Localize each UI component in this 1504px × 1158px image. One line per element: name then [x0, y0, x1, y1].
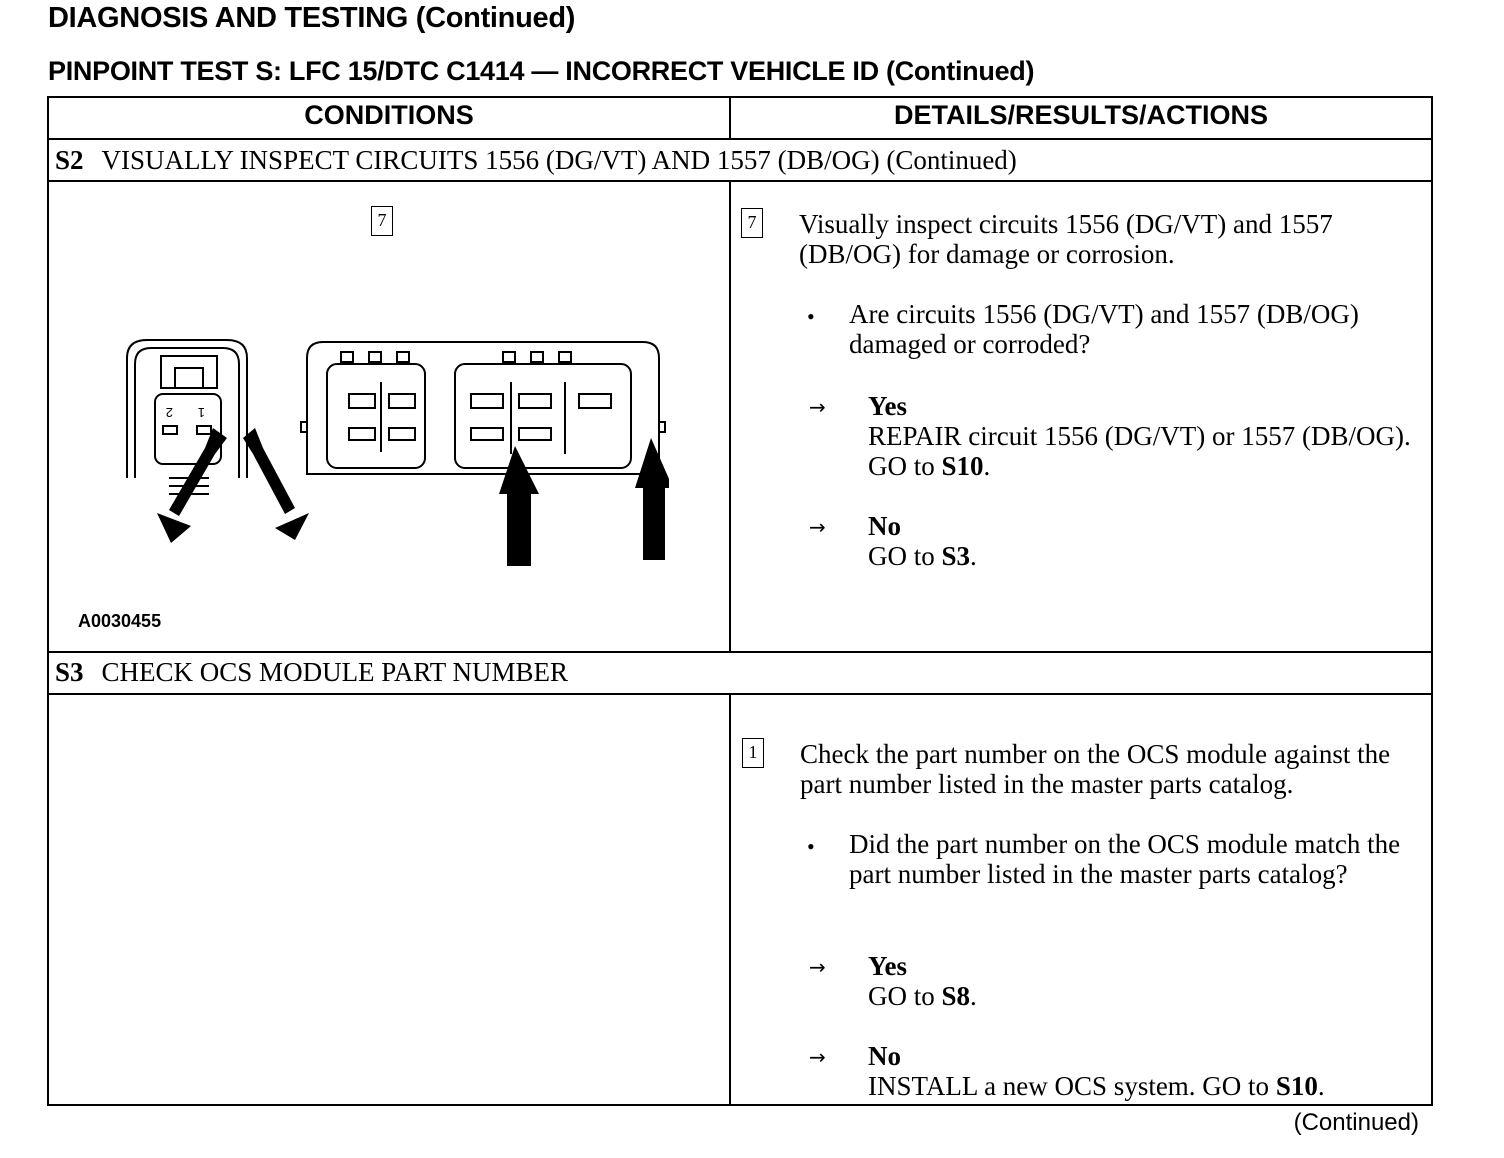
- divider: [49, 651, 1431, 653]
- connector-inspection-figure: 2 1: [126, 339, 669, 566]
- yes-label: Yes: [868, 951, 907, 981]
- substep-number: 7: [741, 208, 763, 238]
- period: .: [983, 451, 991, 481]
- bullet-icon: •: [807, 834, 815, 859]
- substep-number: 1: [742, 738, 764, 768]
- step-link-s8[interactable]: S8: [941, 981, 971, 1011]
- arrow-right-icon: →: [809, 515, 826, 539]
- divider: [729, 180, 731, 651]
- figure-step-number: 7: [371, 206, 393, 236]
- divider: [49, 180, 1431, 182]
- figure-code: A0030455: [78, 611, 162, 631]
- yes-label: Yes: [868, 391, 907, 421]
- question-text: Did the part number on the OCS module ma…: [849, 829, 1401, 889]
- step-link-s3[interactable]: S3: [941, 541, 971, 571]
- no-label: No: [868, 511, 901, 541]
- step-title: VISUALLY INSPECT CIRCUITS 1556 (DG/VT) A…: [101, 145, 1017, 175]
- arrow-right-icon: →: [809, 1045, 826, 1069]
- divider: [49, 693, 1431, 695]
- pointer-arrow-icon: [157, 428, 669, 566]
- divider: [729, 98, 731, 138]
- instruction-text: Visually inspect circuits 1556 (DG/VT) a…: [799, 209, 1333, 269]
- wiring-harness-connector: [126, 339, 248, 495]
- section-title: DIAGNOSIS AND TESTING (Continued): [48, 2, 576, 34]
- no-action: INSTALL a new OCS system. GO to: [868, 1071, 1276, 1101]
- no-action: GO to: [868, 541, 942, 571]
- continued-label: (Continued): [1293, 1109, 1419, 1136]
- step-id: S2: [55, 145, 84, 175]
- step-link-s10[interactable]: S10: [1275, 1071, 1318, 1101]
- no-result: No GO to S3.: [868, 511, 1428, 571]
- no-result: No INSTALL a new OCS system. GO to S10.: [868, 1041, 1428, 1101]
- divider: [729, 693, 731, 1106]
- pinpoint-test-table: CONDITIONS DETAILS/RESULTS/ACTIONS S2 VIS…: [47, 96, 1433, 1106]
- instruction-text: Check the part number on the OCS module …: [800, 739, 1391, 799]
- module-connector: [300, 341, 666, 475]
- period: .: [970, 981, 977, 1011]
- step-id: S3: [55, 657, 84, 687]
- yes-action: GO to: [868, 981, 942, 1011]
- yes-action: REPAIR circuit 1556 (DG/VT) or 1557 (DB/…: [868, 421, 1411, 481]
- period: .: [1317, 1071, 1325, 1101]
- connector-pin-label: 2: [166, 405, 173, 420]
- no-label: No: [868, 1041, 901, 1071]
- step-header-s2: S2 VISUALLY INSPECT CIRCUITS 1556 (DG/VT)…: [55, 145, 1017, 176]
- connector-pin-label: 1: [198, 405, 205, 420]
- period: .: [970, 541, 977, 571]
- column-header-details: DETAILS/RESULTS/ACTIONS: [893, 100, 1268, 130]
- divider: [49, 138, 1431, 140]
- arrow-right-icon: →: [809, 955, 826, 979]
- column-header-conditions: CONDITIONS: [304, 100, 474, 130]
- yes-result: Yes GO to S8.: [868, 951, 1428, 1011]
- step-link-s10[interactable]: S10: [941, 451, 984, 481]
- bullet-icon: •: [807, 304, 815, 329]
- question-text: Are circuits 1556 (DG/VT) and 1557 (DB/O…: [849, 299, 1359, 359]
- arrow-right-icon: →: [809, 395, 826, 419]
- test-title: PINPOINT TEST S: LFC 15/DTC C1414 — INCO…: [48, 56, 1035, 86]
- step-title: CHECK OCS MODULE PART NUMBER: [101, 657, 568, 687]
- step-header-s3: S3 CHECK OCS MODULE PART NUMBER: [55, 657, 568, 688]
- yes-result: Yes REPAIR circuit 1556 (DG/VT) or 1557 …: [868, 391, 1428, 481]
